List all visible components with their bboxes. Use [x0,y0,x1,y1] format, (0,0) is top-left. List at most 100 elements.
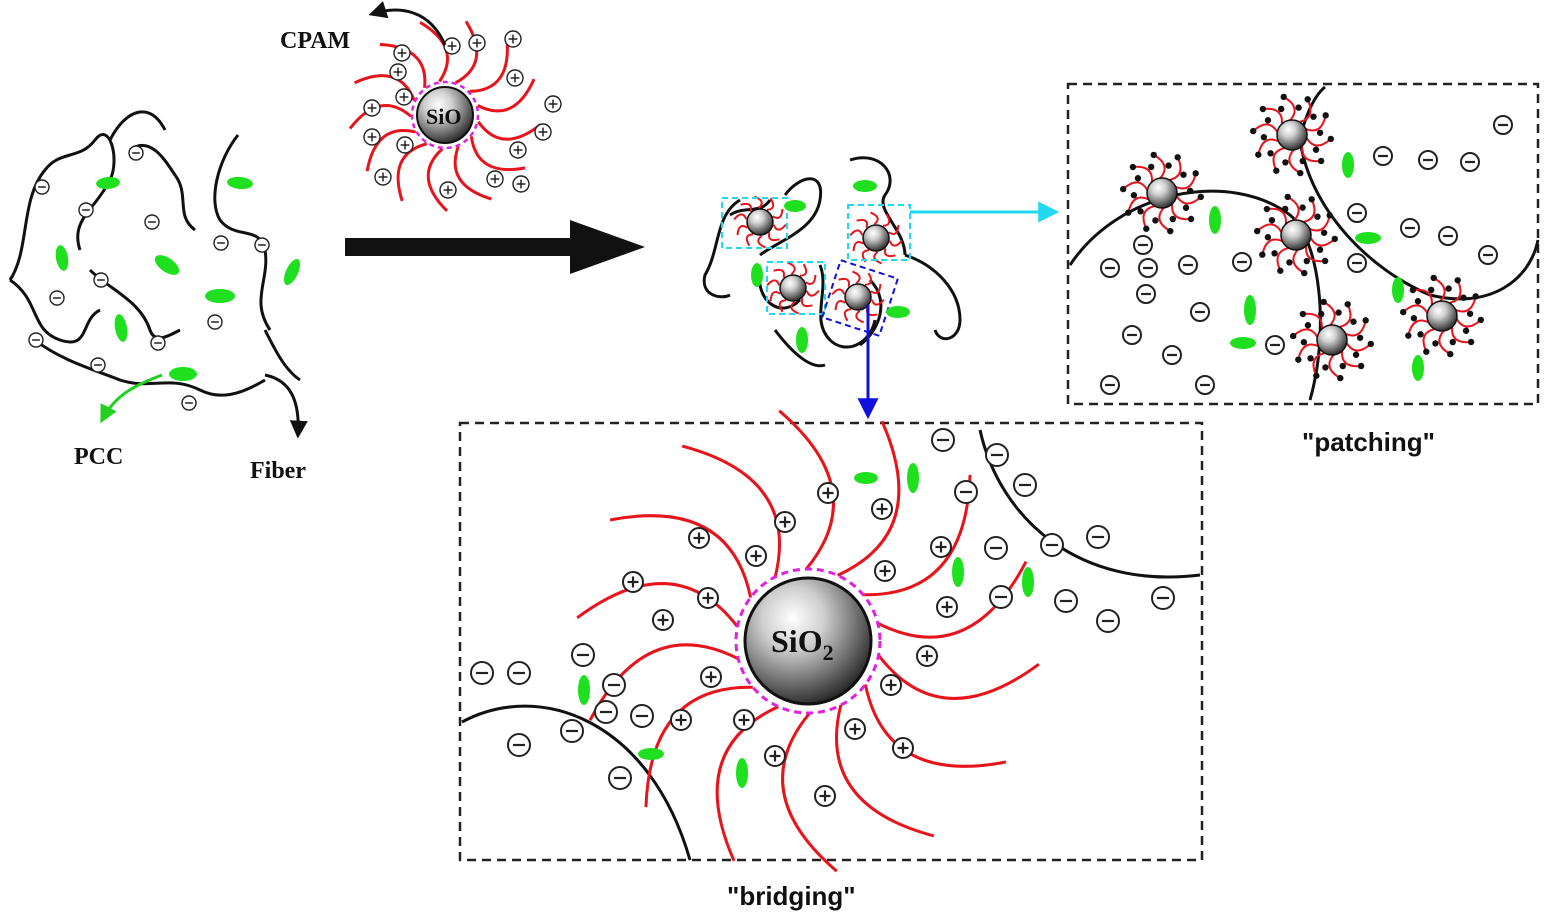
charge-dot [1182,204,1190,211]
charge-dot [1295,104,1302,111]
charge-dot [1350,318,1357,325]
positive-charge-icon [670,709,692,731]
charge-dot [1331,235,1339,243]
cpam-chain [772,208,784,219]
cpam-chain [1292,249,1305,274]
negative-charge-icon [1013,473,1037,497]
charge-dot [1322,364,1329,371]
positive-charge-icon [486,170,504,188]
cpam-chain [766,279,781,287]
negative-charge-icon [1100,375,1120,395]
charge-dot [1314,213,1321,220]
charge-dot [1197,193,1205,201]
negative-charge-icon [1347,203,1367,223]
cpam-chain [396,142,428,202]
negative-charge-icon [150,335,166,351]
charge-dot [1150,151,1157,159]
pcc-particle-icon [796,327,808,353]
negative-charge-icon [1373,146,1393,166]
sio2-sphere-icon [862,224,890,252]
cpam-pointer-arrow [368,1,447,46]
pcc-particle-icon [283,259,301,285]
cpam-chain [1276,247,1289,272]
charge-dot [1255,151,1262,158]
charge-dot [1169,215,1176,223]
cpam-chain [453,145,492,201]
cpam-chain [877,561,1028,639]
negative-charge-icon [1100,258,1120,278]
charge-dot [1134,175,1142,182]
negative-charge-icon [1195,375,1215,395]
pcc-particle-icon [96,176,120,190]
negative-charge-icon [1133,235,1153,255]
cpam-chain [644,685,753,808]
positive-charge-icon [652,609,674,631]
charge-dot [1304,96,1311,103]
positive-charge-icon [930,536,952,558]
charge-dot [1303,257,1310,265]
negative-charge-icon [181,395,197,411]
cpam-chain [834,300,846,311]
positive-charge-icon [395,88,413,106]
cpam-chain [888,239,903,247]
cpam-chain [884,248,896,258]
sio2-sphere-icon [1316,324,1348,356]
charge-dot [1447,350,1454,358]
pcc-particle-icon [784,200,806,212]
cpam-chain [1455,296,1477,313]
positive-charge-icon [439,181,457,199]
charge-dot [1410,315,1418,322]
charge-dot [1409,286,1417,294]
charge-dot [1356,334,1364,341]
cpam-chain [1127,196,1149,213]
cpam-chain [1142,205,1155,230]
cpam-chain [888,224,900,235]
pcc-particle-icon [907,463,919,493]
charge-dot [1308,196,1315,203]
patch-highlight-box [721,197,788,249]
negative-charge-icon [608,766,632,790]
cpam-chain [757,235,766,249]
cpam-sio2-particle: SiO [348,20,562,213]
charge-dot [1273,167,1280,174]
negative-charge-icon [1178,255,1198,275]
negative-charge-icon [1460,152,1480,172]
cpam-chain [790,301,799,315]
pcc-particle-icon [886,306,910,318]
cpam-chain [843,308,852,322]
sio2-shell-large [734,567,882,715]
positive-charge-icon [697,587,719,609]
negative-charge-icon [1040,533,1064,557]
charge-dot [1320,229,1328,236]
cpam-chain [365,129,416,172]
negative-charge-icon [1493,115,1513,135]
negative-charge-icon [1086,525,1110,549]
negative-charge-icon [1096,609,1120,633]
sio2-sphere-icon [1426,300,1458,332]
charge-dot [1278,105,1285,113]
charge-dot [1174,154,1181,161]
cpam-label: CPAM [280,28,350,54]
process-arrow-icon [345,220,645,274]
cpam-chain [1345,320,1367,337]
pcc-particle-icon [1022,567,1034,597]
positive-charge-icon [700,666,722,688]
bridging-panel: SiO2 [458,409,1204,873]
pcc-particle-icon [638,748,664,760]
charge-dot [1289,332,1297,340]
pcc-particle-icon [853,180,877,192]
negative-charge-icon [1232,252,1252,272]
cpam-chain [1169,156,1182,181]
positive-charge-icon [363,128,381,146]
charge-dot [1299,157,1306,165]
sio2-sphere-icon [416,86,474,144]
charge-dot [1337,374,1344,382]
charge-dot [1335,309,1342,316]
positive-charge-icon [936,596,958,618]
negative-charge-icon [984,536,1008,560]
charge-dot [1310,113,1317,120]
negative-charge-icon [1054,589,1078,613]
cpam-chain [799,263,808,277]
positive-charge-icon [544,95,562,113]
cpam-chain [864,272,873,286]
